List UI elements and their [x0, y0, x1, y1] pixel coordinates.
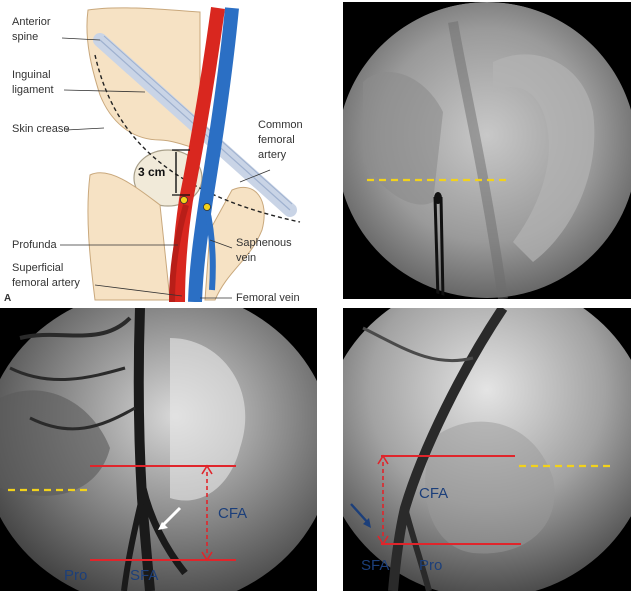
label-sfa-right: SFA [361, 557, 389, 574]
label-superficial-femoral-artery: Superficial femoral artery [12, 262, 80, 289]
label-anterior-spine-l2: spine [12, 31, 38, 43]
label-cfa-left: CFA [218, 505, 247, 522]
anatomy-illustration: Anterior spine Inguinal ligament Skin cr… [4, 7, 306, 302]
label-common-femoral-artery: Common femoral artery [258, 119, 306, 161]
label-profunda: Profunda [12, 239, 58, 251]
label-pro-left: Pro [64, 567, 87, 584]
label-inguinal-ligament: Inguinal ligament [12, 69, 54, 96]
angiogram-panel-bottom-left: CFA Pro SFA [0, 308, 317, 591]
angiogram-image-left: CFA Pro SFA [0, 308, 317, 591]
label-panel-letter: A [4, 293, 11, 302]
label-pro-right: Pro [419, 557, 442, 574]
label-femoral-vein: Femoral vein [236, 292, 300, 302]
fluoroscopy-panel-top-right [343, 2, 631, 299]
angiogram-image-right: CFA SFA Pro [343, 308, 631, 591]
anatomy-illustration-panel: Anterior spine Inguinal ligament Skin cr… [0, 0, 330, 302]
angiogram-panel-bottom-right: CFA SFA Pro [343, 308, 631, 591]
label-saphenous-vein: Saphenous vein [236, 237, 295, 264]
fluoroscopy-image-top-right [343, 2, 631, 299]
label-cfa-right: CFA [419, 485, 448, 502]
label-skin-crease: Skin crease [12, 123, 69, 135]
label-sfa-left: SFA [130, 567, 158, 584]
label-anterior-spine: Anterior spine [12, 16, 54, 43]
label-anterior-spine-l1: Anterior [12, 16, 51, 28]
label-distance: 3 cm [138, 165, 165, 179]
